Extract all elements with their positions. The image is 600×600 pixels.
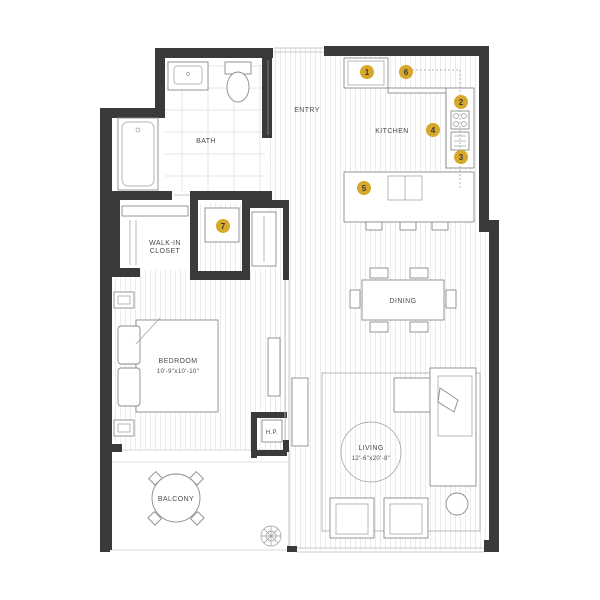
bath-fixtures: [117, 60, 269, 191]
appliance-badges: 1 6 2 4 3 5 7: [216, 65, 468, 233]
badge-5-number: 5: [362, 184, 367, 193]
kitchen-fixtures: [343, 57, 475, 231]
badge-6-number: 6: [404, 68, 409, 77]
badge-4-number: 4: [431, 126, 436, 135]
label-walk-in: WALK-IN: [149, 240, 181, 247]
label-bedroom: BEDROOM: [159, 358, 198, 365]
badge-2: [454, 95, 468, 109]
balcony-fixtures: [147, 470, 282, 547]
badge-4: [426, 123, 440, 137]
dining-fixtures: [349, 267, 457, 333]
badge-5: [357, 181, 371, 195]
label-kitchen: KITCHEN: [375, 128, 409, 135]
room-labels: ENTRY KITCHEN BATH WALK-IN CLOSET DINING…: [149, 107, 416, 503]
label-balcony: BALCONY: [158, 496, 194, 503]
badge-7: [216, 219, 230, 233]
label-hp: H.P.: [266, 430, 279, 436]
badge-6: [399, 65, 413, 79]
living-fixtures: [291, 367, 481, 539]
label-living-dims: 12'-6"x20'-8": [352, 456, 391, 462]
openings: [174, 47, 484, 553]
badge-7-number: 7: [221, 222, 226, 231]
bedroom-fixtures: [113, 291, 283, 443]
label-bath: BATH: [196, 138, 216, 145]
badge-2-number: 2: [459, 98, 464, 107]
badge-1-number: 1: [365, 68, 370, 77]
closet-fixtures: [121, 205, 277, 267]
walls: [100, 46, 499, 552]
badge-1: [360, 65, 374, 79]
badge-3: [454, 150, 468, 164]
label-entry: ENTRY: [294, 107, 320, 114]
label-closet: CLOSET: [150, 248, 181, 255]
badge-3-number: 3: [459, 153, 464, 162]
label-living: LIVING: [358, 445, 383, 452]
label-bedroom-dims: 10'-9"x10'-10": [157, 369, 200, 375]
label-dining: DINING: [390, 298, 417, 305]
